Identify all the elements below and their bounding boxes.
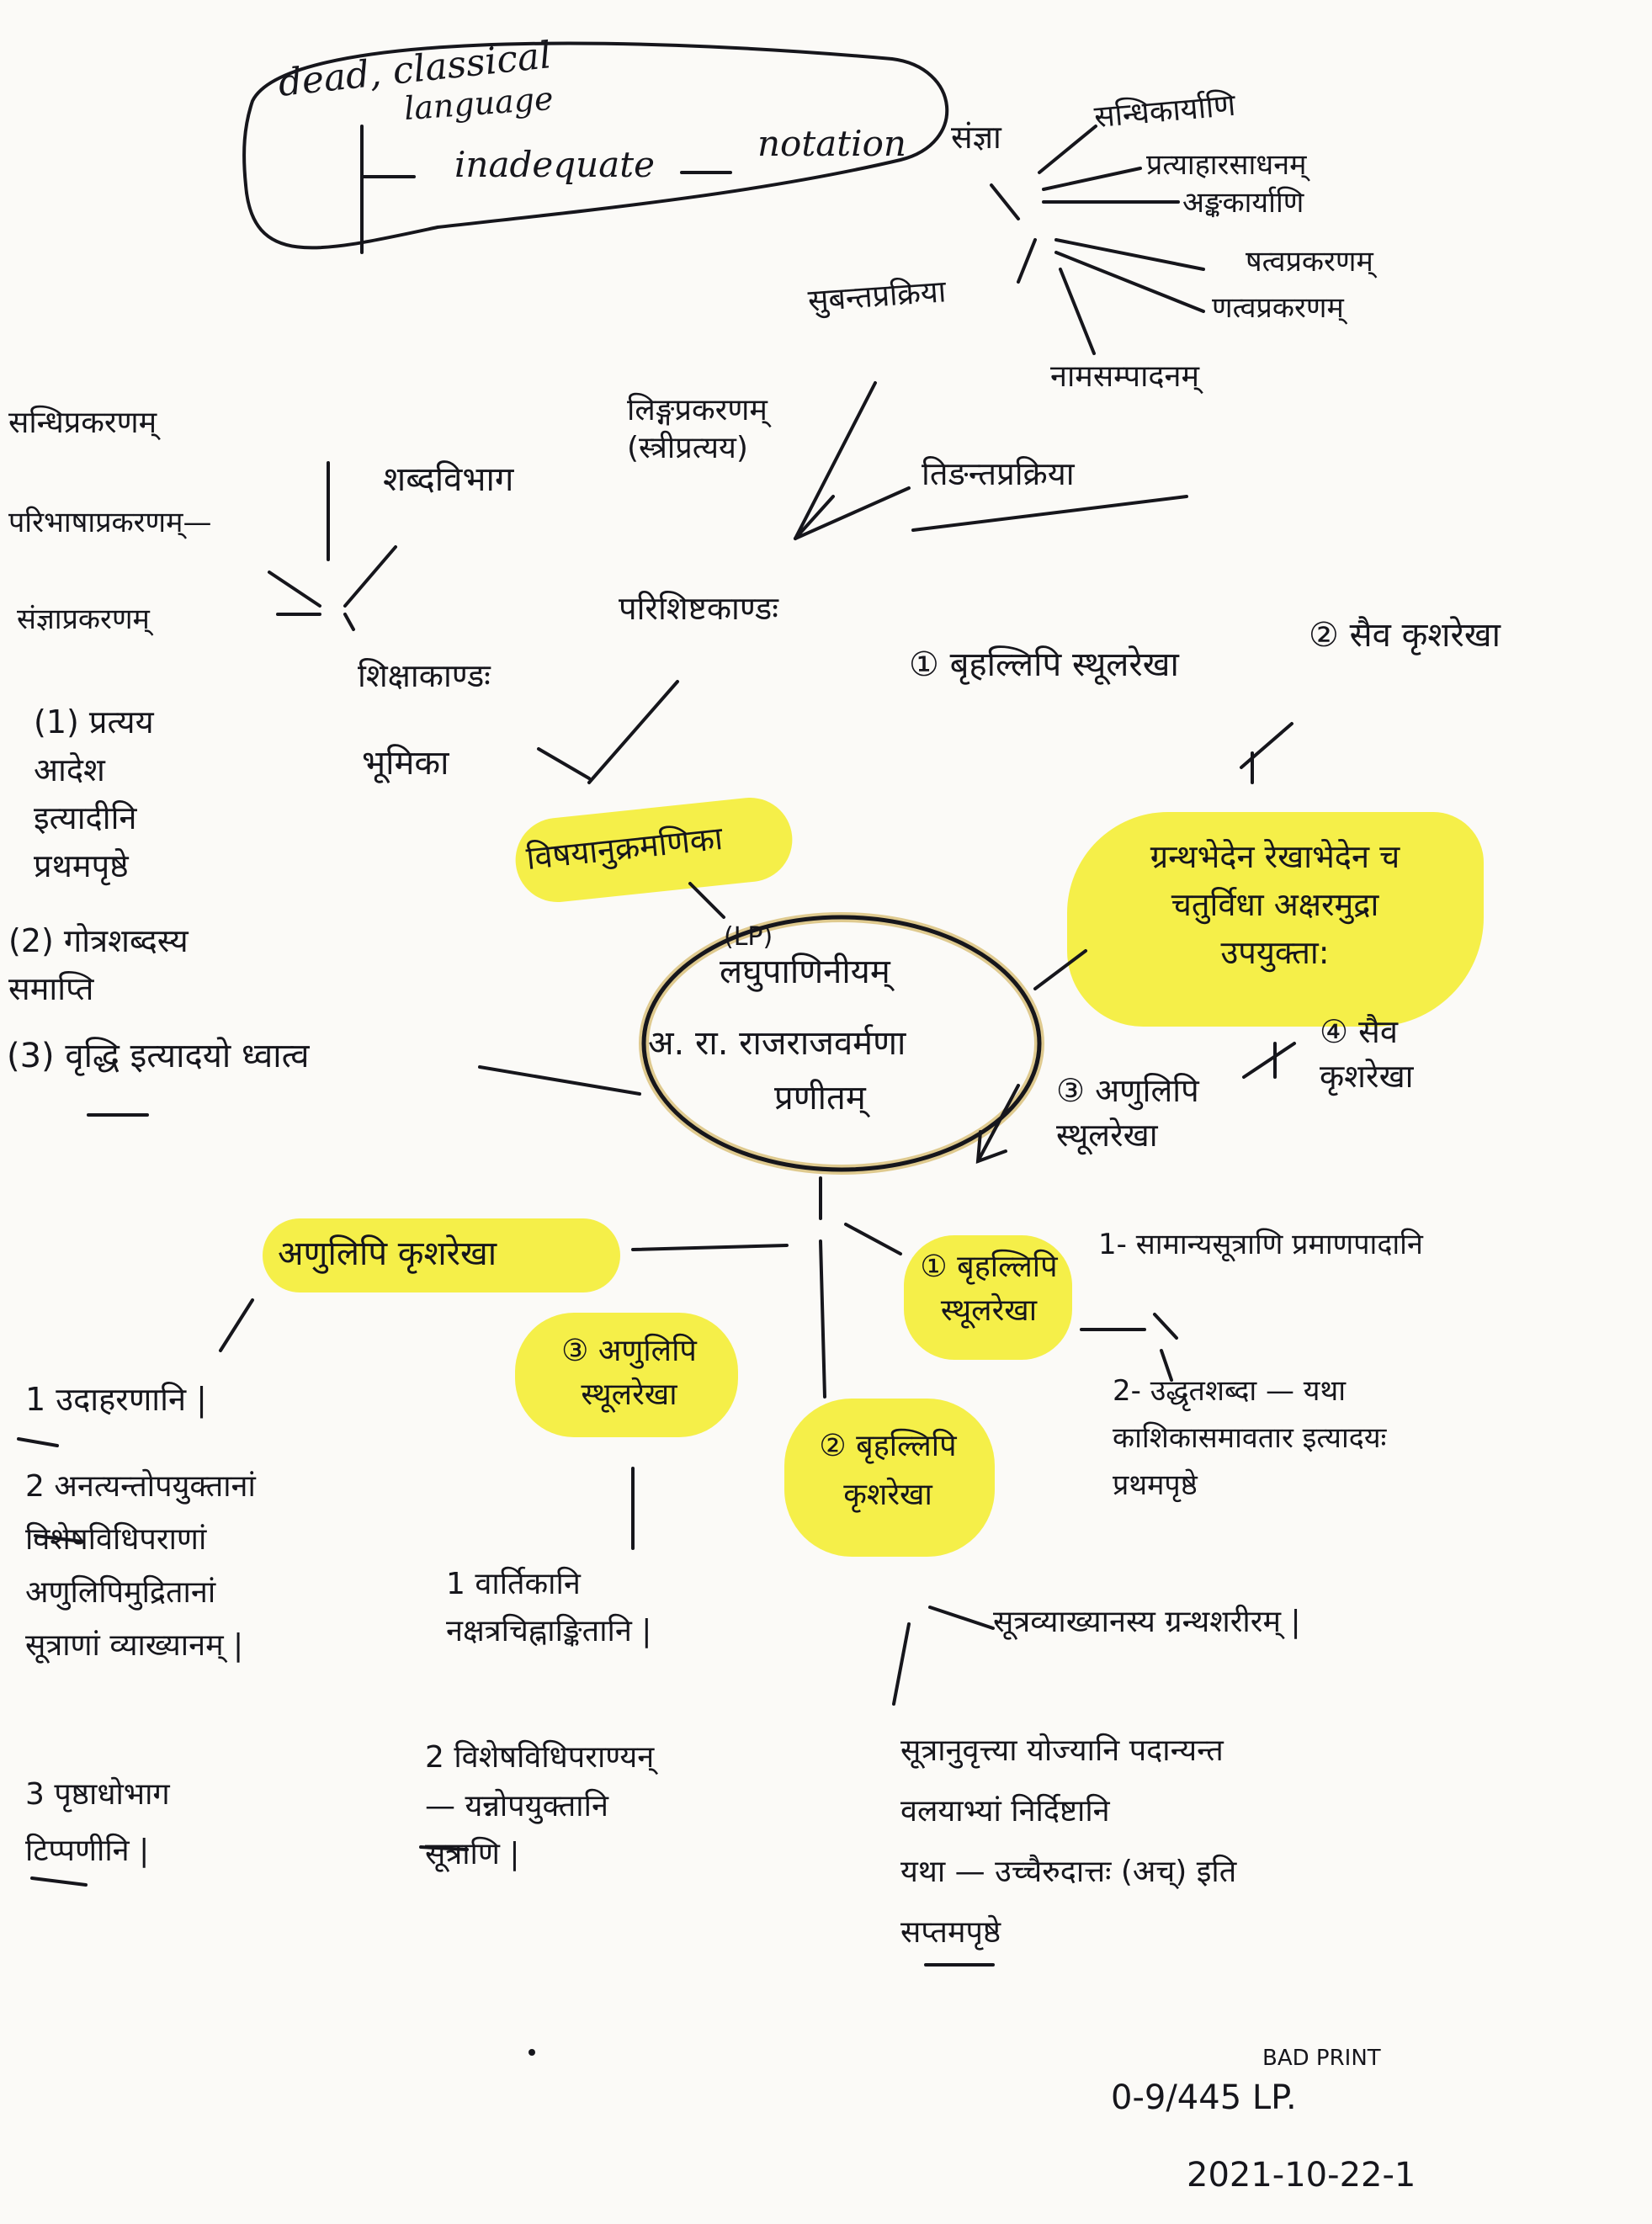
line-shiksha-b (343, 545, 397, 608)
underline-n2 (34, 1534, 84, 1543)
sangya-root: संज्ञा (951, 119, 1001, 156)
line-par-c (794, 486, 911, 540)
ink-dot (529, 2049, 535, 2056)
line-to-anulipi (631, 1244, 789, 1251)
notes-bubble-outline (242, 41, 948, 250)
line-vishaya-down (688, 882, 725, 919)
highlight-b2 (784, 1399, 995, 1557)
line-par-a (794, 381, 877, 540)
line-b1-c (1160, 1349, 1173, 1382)
parishishta-root: परिशिष्टकाण्डः (619, 590, 778, 627)
sangya-item-3: अङ्ककार्याणि (1182, 186, 1304, 220)
line-to-b1 (844, 1223, 902, 1255)
anulipi-item-2: 2 अनत्यन्तोपयुक्तानां विशेषविधिपराणां अण… (25, 1469, 256, 1663)
line-c2-a (1240, 722, 1293, 769)
line-subanta (1017, 238, 1037, 284)
block-3-anulipi-sthula: ③ अणुलिपि स्थूलरेखा (561, 1334, 697, 1413)
category-1: ① बृहल्लिपि स्थूलरेखा (909, 645, 1179, 684)
line-shiksha-a (268, 571, 321, 608)
category-4: ④ सैव कृशरेखा (1320, 1013, 1414, 1096)
anulipi-item-3: 3 पृष्ठाधोभाग टिप्पणीनि | (25, 1777, 170, 1868)
block-1-brhallipi-sthula: ① बृहल्लिपि स्थूलरेखा (920, 1250, 1058, 1329)
block-3-note-2: 2 विशेषविधिपराण्यन् — यन्नोपयुक्तानि सूत… (425, 1740, 655, 1872)
block-1-note-1: 1- सामान्यसूत्राणि प्रमाणपादानि (1098, 1228, 1423, 1261)
center-lp: (LP) (724, 922, 773, 952)
center-title: लघुपाणिनीयम् (720, 953, 890, 991)
highlight-anulipi-krsha (263, 1218, 620, 1292)
shabda-vibhaga: शब्दविभाग (383, 460, 514, 499)
block-1-note-2: 2- उद्धृतशब्दा — यथा काशिकासमावतार इत्या… (1113, 1374, 1387, 1503)
line-down-b2 (819, 1239, 826, 1399)
bad-print-note: BAD PRINT (1262, 2046, 1381, 2071)
sangya-item-4: षत्वप्रकरणम् (1246, 245, 1373, 279)
center-author: अ. रा. राजराजवर्मणा (648, 1024, 906, 1063)
underline-n3 (419, 1845, 469, 1851)
line-par-to-vishaya (587, 680, 679, 784)
line-b1-b (1153, 1313, 1178, 1340)
date-stamp: 2021-10-22-1 (1187, 2156, 1416, 2195)
left-note-3: (3) वृद्धि इत्यादयो ध्वात्व (7, 1037, 310, 1075)
block-2-brhallipi-krsha: ② बृहल्लिपि कृशरेखा (819, 1429, 957, 1512)
highlight-b3 (515, 1313, 738, 1437)
line-tinanta-under (911, 495, 1188, 532)
granth-bheda: ग्रन्थभेदेन रेखाभेदेन च चतुर्विधा अक्षरम… (1150, 838, 1400, 971)
line-c4-a (1242, 1042, 1296, 1079)
block-3-note-1: 1 वार्तिकानि नक्षत्रचिह्नाङ्कितानि | (446, 1567, 652, 1648)
shiksha-item-1: सन्धिप्रकरणम् (8, 406, 157, 440)
anulipi-item-1: 1 उदाहरणानि | (25, 1381, 207, 1418)
line-c3-arrow (976, 1084, 1020, 1163)
anulipi-krsharekha-title: अणुलिपि कृशरेखा (278, 1234, 497, 1273)
line-pratyahara (1042, 167, 1142, 191)
line-sangya-root (990, 183, 1020, 220)
line-shiksha-c (343, 613, 355, 631)
left-note-2: (2) गोत्रशब्दस्य समाप्ति (8, 922, 189, 1007)
tinanta-prakriya: तिङन्तप्रक्रिया (922, 455, 1075, 492)
line-krsha-down (219, 1298, 254, 1352)
line-natva (1054, 251, 1205, 313)
category-2: ② सैव कृशरेखा (1309, 616, 1501, 655)
underline-anulipi (30, 1876, 88, 1887)
shiksha-item-2: परिभाषाप्रकरणम्— (8, 506, 212, 539)
arrowhead (975, 1130, 1007, 1164)
shiksha-item-3: संज्ञाप्रकरणम् (17, 602, 150, 636)
block-2-note-1: सूत्रव्याख्यानस्य ग्रन्थशरीरम् | (993, 1605, 1301, 1639)
block-2-note-2: सूत्रानुवृत्त्या योज्यानि पदान्यन्त वलया… (900, 1733, 1237, 1950)
bhumika: भूमिका (362, 744, 449, 783)
line-sandhi (1038, 125, 1097, 174)
highlight-b1 (904, 1235, 1072, 1360)
bubble-notation: notation (757, 123, 906, 164)
left-note-1: (1) प्रत्यय आदेश इत्यादीनि प्रथमपृष्ठे (34, 703, 154, 884)
line-par-b (794, 495, 835, 540)
line-shatva (1054, 238, 1205, 271)
line-b2-b (892, 1622, 911, 1706)
reference-number: 0-9/445 LP. (1111, 2078, 1297, 2117)
sangya-item-2: प्रत्याहारसाधनम् (1146, 148, 1307, 182)
sangya-item-6: नामसम्पादनम् (1050, 359, 1200, 394)
center-pranitam: प्रणीतम् (774, 1079, 866, 1117)
sangya-item-5: णत्वप्रकरणम् (1212, 291, 1344, 325)
underline-n1 (17, 1437, 59, 1447)
line-granth-center (1033, 949, 1087, 990)
line-b2-a (928, 1606, 995, 1630)
line-to-vishaya (537, 747, 591, 780)
shiksha-root: शिक्षाकाण्डः (358, 657, 491, 694)
linga-prakarana: लिङ्गप्रकरणम् (स्त्रीप्रत्यय) (627, 393, 768, 465)
line-nama (1059, 268, 1096, 355)
line-left-notes (478, 1065, 641, 1096)
highlight-granth (1067, 812, 1484, 1027)
category-3: ③ अणुलिपि स्थूलरेखा (1056, 1072, 1199, 1154)
bubble-inadequate: inadequate (454, 144, 655, 185)
